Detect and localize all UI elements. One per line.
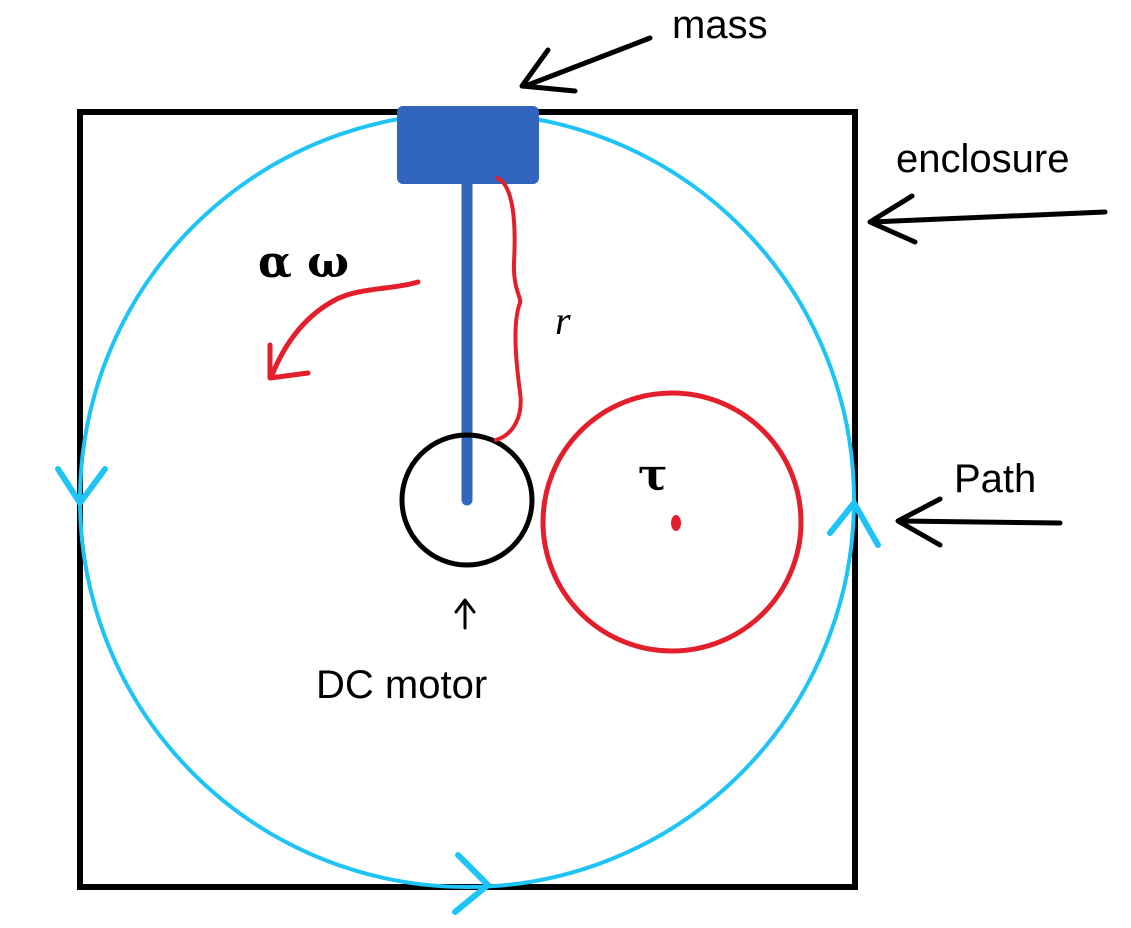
dc-motor-pointer-arrow (454, 598, 476, 630)
angular-motion-arrow (269, 279, 421, 378)
mass-pointer-arrow (519, 35, 653, 94)
torque-center-dot (671, 515, 681, 531)
mass-block (397, 106, 539, 184)
dc-motor-label: DC motor (316, 663, 487, 707)
path-direction-right-icon (827, 500, 881, 548)
radius-label: r (555, 298, 571, 343)
path-label: Path (954, 457, 1036, 501)
angular-velocity-label: α ω (258, 237, 349, 288)
radius-squiggle (494, 176, 523, 442)
path-pointer-arrow (895, 496, 1063, 548)
enclosure-pointer-arrow (867, 193, 1108, 245)
path-direction-bottom-icon (452, 852, 491, 915)
dc-motor-circle (399, 432, 535, 568)
torque-circle (540, 390, 804, 654)
torque-label: τ (638, 450, 668, 501)
mass-label: mass (672, 3, 768, 47)
path-direction-left-icon (55, 466, 108, 506)
enclosure-label: enclosure (896, 137, 1069, 181)
angular-motion-arrowhead-icon (267, 342, 311, 381)
